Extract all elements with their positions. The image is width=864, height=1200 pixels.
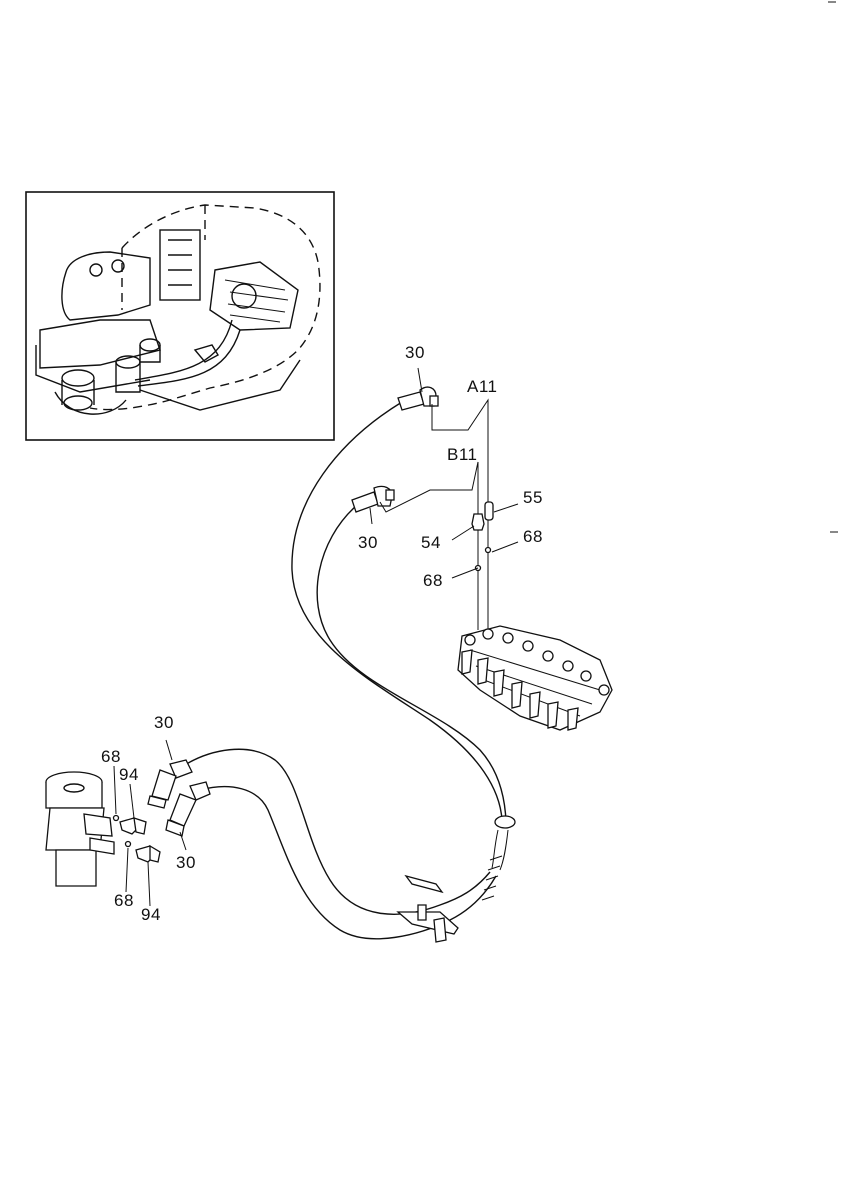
label-hose-lower-b: 30 xyxy=(176,853,196,872)
callout-labels: 30 A11 B11 55 30 54 68 68 30 68 94 30 68… xyxy=(101,343,543,924)
label-part-94-bottom: 94 xyxy=(141,905,161,924)
label-part-68-mid: 68 xyxy=(423,571,443,590)
hose-pair-upper xyxy=(291,401,507,823)
label-port-a11: A11 xyxy=(467,377,498,396)
label-part-68-right: 68 xyxy=(523,527,543,546)
leader-lines xyxy=(113,367,519,907)
label-hose-upper: 30 xyxy=(405,343,425,362)
hose-fitting-upper xyxy=(397,386,439,411)
hose-fitting-mid xyxy=(351,485,395,513)
hose-fitting-lower-b xyxy=(165,781,211,837)
swivel-joint xyxy=(45,771,115,887)
port-leaders xyxy=(379,398,489,630)
machine-overview-inset xyxy=(25,191,335,441)
label-part-94-top: 94 xyxy=(119,765,139,784)
fittings-column xyxy=(471,501,494,572)
label-part-68-left-bottom: 68 xyxy=(114,891,134,910)
label-hose-lower-a: 30 xyxy=(154,713,174,732)
scan-marks xyxy=(828,1,838,533)
label-part-54: 54 xyxy=(421,533,441,552)
hose-fitting-lower-a xyxy=(147,759,193,809)
control-valve-bank xyxy=(457,625,613,731)
label-port-b11: B11 xyxy=(447,445,478,464)
hose-guard xyxy=(481,815,516,901)
elbow-fittings xyxy=(112,814,161,863)
label-part-68-left-top: 68 xyxy=(101,747,121,766)
label-part-55: 55 xyxy=(523,488,543,507)
hose-pair-lower xyxy=(179,748,497,940)
label-hose-mid: 30 xyxy=(358,533,378,552)
hose-clamp-bracket xyxy=(396,874,459,943)
